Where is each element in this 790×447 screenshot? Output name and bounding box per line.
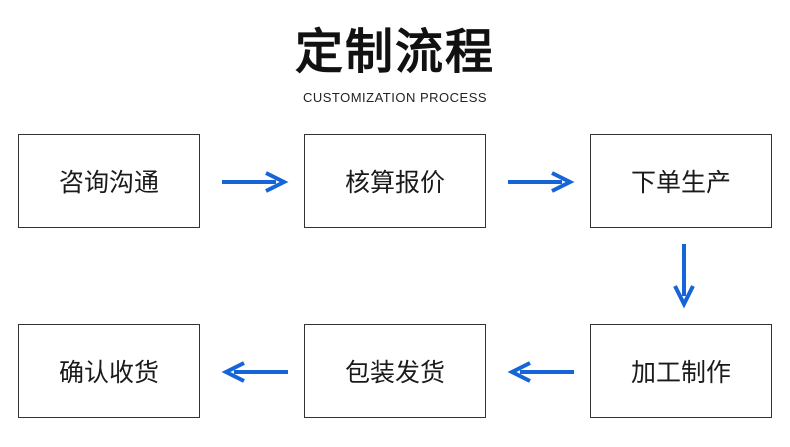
arrow-right-icon [222, 171, 289, 193]
step-shipping: 包装发货 [304, 324, 486, 418]
step-order: 下单生产 [590, 134, 772, 228]
arrow-left-icon [221, 361, 288, 383]
step-receive: 确认收货 [18, 324, 200, 418]
step-processing: 加工制作 [590, 324, 772, 418]
page-subtitle: CUSTOMIZATION PROCESS [302, 90, 488, 105]
arrow-down-icon [673, 244, 695, 309]
step-consult: 咨询沟通 [18, 134, 200, 228]
arrow-left-icon [507, 361, 574, 383]
step-quote: 核算报价 [304, 134, 486, 228]
page-title: 定制流程 [294, 24, 495, 80]
arrow-right-icon [508, 171, 575, 193]
